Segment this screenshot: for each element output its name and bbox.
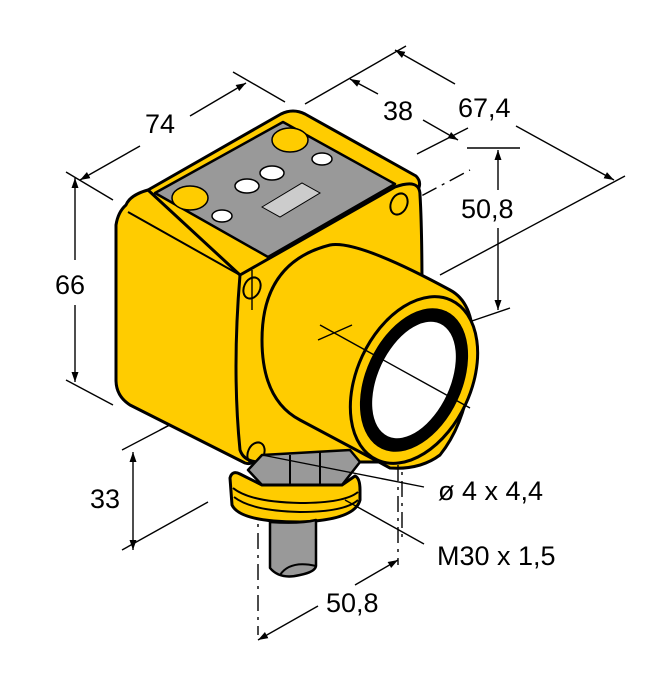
mounting-hole-icon [389,192,409,216]
led-icon [234,178,260,194]
dim-depth-housing-label: 38 [383,96,413,126]
dimension-labels: 74 38 67,4 50,8 66 33 50,8 ø 4 x 4,4 M30… [55,93,556,618]
display-window-icon [261,182,321,218]
thread-label: M30 x 1,5 [437,541,556,571]
top-panel [153,120,397,259]
dim-height-label: 66 [55,270,85,300]
leader-lines [261,454,425,545]
led-icon [311,152,333,166]
transducer-tube [260,243,480,470]
mounting-hole-label: ø 4 x 4,4 [438,476,543,506]
led-icon [211,209,233,223]
dim-connector-offset-label: 33 [90,484,120,514]
mounting-hole-icon [242,276,262,300]
mounting-holes [242,192,409,465]
led-icon [259,165,285,181]
button-right-icon [271,127,309,153]
button-left-icon [171,185,209,211]
dimension-lines [71,49,615,641]
dim-depth-total-label: 67,4 [458,93,511,123]
dim-face-height-label: 50,8 [461,194,514,224]
dim-connector-spacing-label: 50,8 [326,588,379,618]
dim-width-label: 74 [145,109,175,139]
connector [228,448,362,578]
